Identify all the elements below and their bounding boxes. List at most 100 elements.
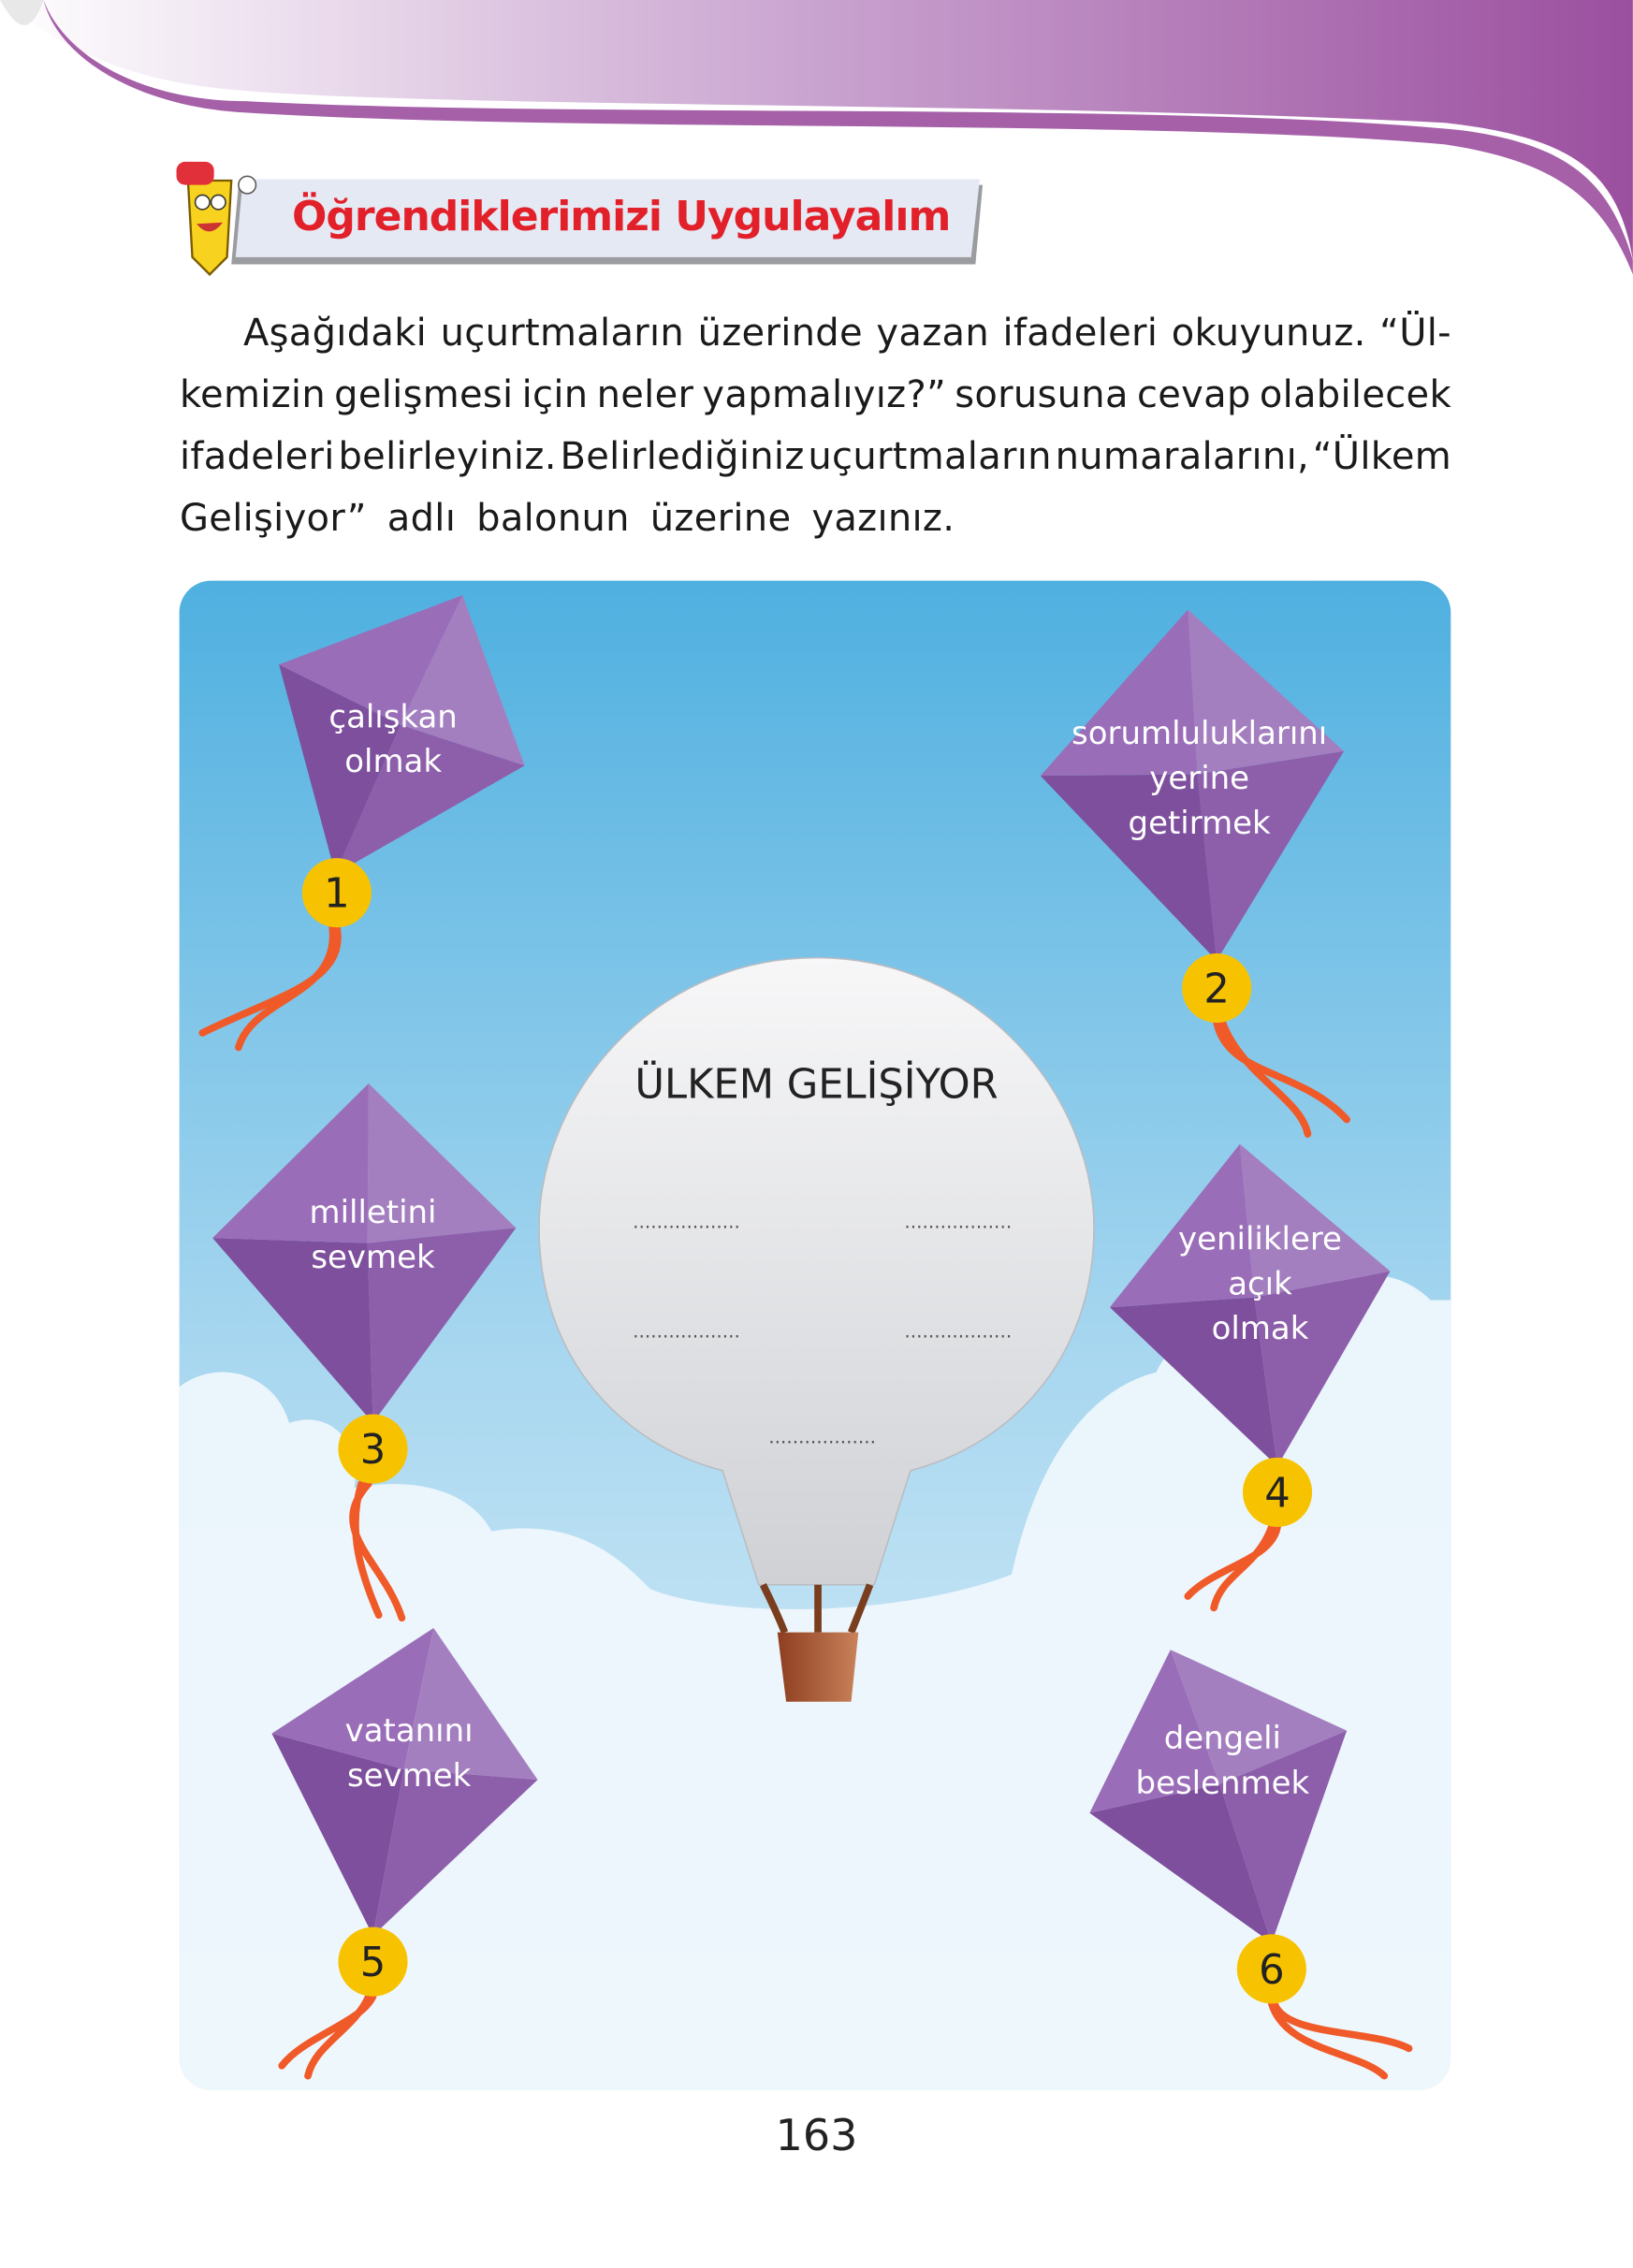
kite-number: 5 bbox=[360, 1940, 386, 1986]
kite-number: 1 bbox=[324, 871, 349, 918]
kite-panel bbox=[1239, 1143, 1391, 1298]
kite-panel bbox=[279, 664, 401, 875]
word: yapmalıyız?” bbox=[702, 373, 947, 416]
kite-panel bbox=[279, 595, 463, 725]
word: üzerinde bbox=[697, 312, 863, 355]
kite-label-line: getirmek bbox=[1129, 805, 1272, 842]
kite-panel bbox=[1170, 1650, 1348, 1784]
kite-panel bbox=[271, 1628, 434, 1769]
kite-panel bbox=[335, 724, 525, 875]
kite-number: 2 bbox=[1203, 967, 1230, 1013]
kite-panel bbox=[1089, 1783, 1272, 1943]
kite-panel bbox=[400, 595, 525, 766]
kite-panel bbox=[403, 1628, 538, 1781]
kite-number-badge bbox=[1182, 953, 1252, 1024]
word: cevap bbox=[1136, 373, 1251, 416]
kite-label-line: yeniliklere bbox=[1178, 1221, 1342, 1258]
kites: çalışkan olmak 1 sorumluluklarını yerine geti… bbox=[198, 595, 1413, 2080]
kite-label-line: sorumluluklarını bbox=[1072, 715, 1327, 752]
kite-label-line: vatanını bbox=[345, 1712, 474, 1750]
kite-5: vatanını sevmek 5 bbox=[271, 1628, 538, 2080]
instruction-line: Aşağıdaki uçurtmaların üzerinde yazan ifadel… bbox=[180, 302, 1451, 364]
kite-panel bbox=[372, 1768, 538, 1936]
kite-label-line: çalışkan bbox=[328, 698, 457, 735]
kite-number: 3 bbox=[360, 1427, 386, 1474]
kite-number-badge bbox=[338, 1926, 408, 1997]
kite-panel bbox=[1188, 609, 1345, 775]
answer-blank[interactable]: .................. bbox=[904, 1210, 1012, 1232]
kite-number: 4 bbox=[1264, 1470, 1290, 1517]
kite-label: yeniliklere açık olmak bbox=[1178, 1221, 1342, 1348]
kite-label-line: sevmek bbox=[347, 1757, 472, 1795]
kite-label-line: olmak bbox=[1212, 1310, 1309, 1347]
kite-2: sorumluluklarını yerine getirmek 2 bbox=[1040, 609, 1350, 1138]
word: “Ülkem bbox=[1312, 435, 1451, 478]
word: yazan bbox=[876, 312, 989, 355]
answer-blank[interactable]: .................. bbox=[633, 1210, 740, 1232]
hot-air-balloon: ÜLKEM GELİŞİYOR .................. .....… bbox=[538, 956, 1095, 1702]
pencil-mascot-icon bbox=[176, 161, 257, 276]
kite-panel bbox=[1109, 1143, 1255, 1308]
kite-tail bbox=[1213, 1019, 1350, 1138]
word: “Ül- bbox=[1379, 312, 1451, 355]
kite-1: çalışkan olmak 1 bbox=[198, 595, 525, 1052]
kite-3: milletini sevmek 3 bbox=[212, 1083, 517, 1622]
kite-label: vatanını sevmek bbox=[345, 1712, 474, 1795]
kite-panel bbox=[212, 1238, 373, 1423]
kite-label-line: açık bbox=[1228, 1265, 1292, 1302]
kite-panel bbox=[367, 1228, 517, 1423]
word: Belirlediğiniz bbox=[560, 435, 805, 478]
kite-4: yeniliklere açık olmak 4 bbox=[1109, 1143, 1391, 1612]
kite-label-line: sevmek bbox=[311, 1239, 435, 1276]
word: kemizin bbox=[180, 373, 326, 416]
kite-number-badge bbox=[1242, 1457, 1313, 1527]
word: sorusuna bbox=[955, 373, 1129, 416]
word: uçurtmaların bbox=[808, 435, 1052, 478]
kite-tail bbox=[198, 923, 342, 1052]
kite-panel bbox=[1040, 774, 1217, 961]
kite-label: sorumluluklarını yerine getirmek bbox=[1072, 715, 1327, 842]
kite-tail bbox=[278, 1992, 377, 2080]
word: üzerine bbox=[649, 497, 792, 540]
word: balonun bbox=[476, 497, 630, 540]
word: ifadeleri bbox=[1002, 312, 1159, 355]
kite-tail bbox=[349, 1479, 406, 1622]
word: Aşağıdaki bbox=[243, 312, 428, 355]
kite-tail bbox=[1184, 1523, 1281, 1612]
answer-blank[interactable]: .................. bbox=[904, 1320, 1012, 1343]
answer-blank[interactable]: .................. bbox=[633, 1320, 740, 1343]
kite-number-badge bbox=[301, 858, 372, 928]
kite-panel bbox=[271, 1733, 404, 1936]
kite-label: çalışkan olmak bbox=[328, 698, 457, 780]
section-title: Öğrendiklerimizi Uygulayalım bbox=[292, 193, 951, 240]
word: yazınız. bbox=[811, 497, 955, 540]
kite-label-line: olmak bbox=[344, 743, 442, 780]
word: için bbox=[521, 373, 589, 416]
word: gelişmesi bbox=[334, 373, 514, 416]
kite-label-line: yerine bbox=[1149, 760, 1249, 797]
instructions-paragraph: Aşağıdaki uçurtmaların üzerinde yazan ifadel… bbox=[180, 302, 1451, 549]
kite-label-line: milletini bbox=[310, 1194, 437, 1231]
word: belirleyiniz. bbox=[338, 435, 557, 478]
kite-panel bbox=[367, 1083, 517, 1243]
word: numaralarını, bbox=[1055, 435, 1309, 478]
word: olabilecek bbox=[1259, 373, 1451, 416]
kite-panel bbox=[1254, 1271, 1391, 1467]
kite-label-line: dengeli bbox=[1164, 1720, 1281, 1757]
answer-blank[interactable]: .................. bbox=[768, 1425, 876, 1447]
word: neler bbox=[596, 373, 694, 416]
kite-number-badge bbox=[338, 1414, 408, 1484]
word: ifadeleri bbox=[180, 435, 335, 478]
word: okuyunuz. bbox=[1171, 312, 1366, 355]
kite-label: milletini sevmek bbox=[310, 1194, 437, 1276]
header-banner bbox=[0, 0, 1633, 275]
word: uçurtmaların bbox=[440, 312, 685, 355]
kite-panel bbox=[1219, 1730, 1348, 1943]
word: Gelişiyor” bbox=[180, 497, 367, 540]
